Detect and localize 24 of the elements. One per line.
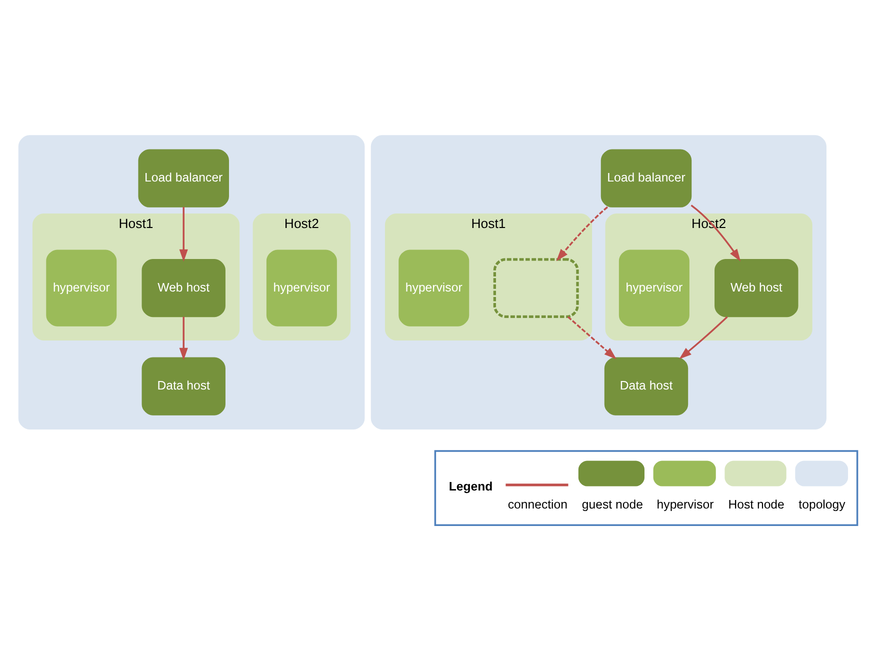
node-box: hypervisor (618, 249, 690, 326)
label: Legend (448, 478, 493, 493)
legend-label: topology (798, 497, 846, 511)
cluster (370, 134, 826, 429)
node-box: Data host (604, 356, 688, 415)
node-box: Web host (714, 258, 798, 317)
arrow (567, 316, 616, 359)
node-box: hypervisor (46, 249, 117, 326)
arrow (556, 206, 608, 261)
legend-label: hypervisor (656, 497, 714, 511)
node-box (493, 258, 579, 318)
arrow (179, 206, 188, 262)
node-box: hypervisor (266, 249, 337, 326)
cluster (18, 134, 365, 429)
node-box: Web host (142, 258, 226, 317)
node-box: Load balancer (138, 148, 229, 207)
node-box: Data host (142, 356, 226, 415)
node-box: hypervisor (398, 249, 470, 326)
legend-label: Host node (728, 497, 784, 511)
node-box: Load balancer (600, 148, 692, 207)
legend-label: connection (508, 497, 568, 511)
arrow (679, 316, 728, 359)
arrow (179, 316, 188, 360)
legend-label: guest node (582, 497, 643, 511)
